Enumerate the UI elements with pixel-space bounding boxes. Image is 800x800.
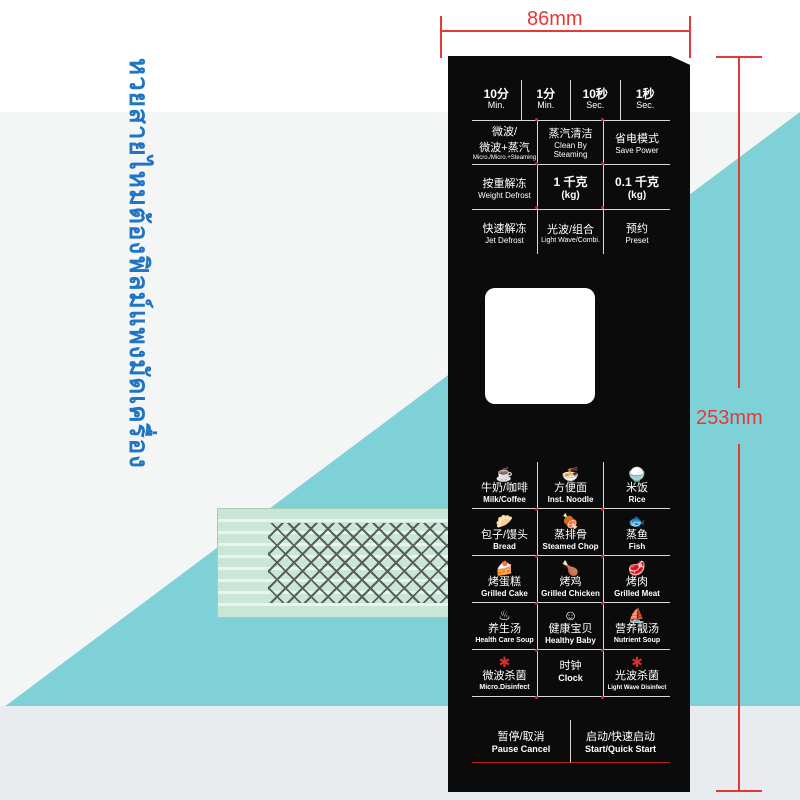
indicator-dot [601, 649, 604, 652]
indicator-dot [535, 602, 538, 605]
button-1-kg[interactable]: 1 千克 (kg) [538, 165, 604, 210]
button-steamed-chop[interactable]: 🍖 蒸排骨 Steamed Chop [538, 509, 604, 556]
width-tick-right [689, 16, 691, 58]
auto-menu-grid: ☕ 牛奶/咖啡 Milk/Coffee 🍜 方便面 Inst. Noodle 🍚… [472, 462, 670, 697]
button-1-sec[interactable]: 1秒 Sec. [620, 80, 670, 121]
cake-icon: 🍰 [495, 560, 514, 576]
button-1-min[interactable]: 1分 Min. [521, 80, 571, 121]
height-tick-top [716, 56, 762, 58]
button-grilled-meat[interactable]: 🥩 烤肉 Grilled Meat [604, 556, 670, 603]
height-dimension-line-bottom [738, 444, 740, 792]
button-micro-steaming[interactable]: 微波/ 微波+蒸汽 Micro./Micro.+Steaming [472, 120, 538, 165]
button-milk-coffee[interactable]: ☕ 牛奶/咖啡 Milk/Coffee [472, 462, 538, 509]
sailboat-icon: ⛵ [628, 607, 646, 623]
width-dimension-label: 86mm [527, 8, 583, 30]
indicator-dot [535, 118, 538, 121]
indicator-dot [601, 206, 604, 209]
button-rice[interactable]: 🍚 米饭 Rice [604, 462, 670, 509]
bun-icon: 🥟 [495, 513, 514, 529]
ribbon-mesh-pattern [268, 523, 456, 603]
button-weight-defrost[interactable]: 按重解冻 Weight Defrost [472, 165, 538, 210]
width-dimension-line [440, 30, 690, 32]
button-grilled-cake[interactable]: 🍰 烤蛋糕 Grilled Cake [472, 556, 538, 603]
function-button-grid: 微波/ 微波+蒸汽 Micro./Micro.+Steaming 蒸汽清洁 Cl… [472, 120, 670, 254]
fish-icon: 🐟 [628, 513, 646, 529]
indicator-dot [535, 696, 538, 699]
indicator-dot [535, 508, 538, 511]
button-bread[interactable]: 🥟 包子/馒头 Bread [472, 509, 538, 556]
button-healthy-baby[interactable]: ☺ 健康宝贝 Healthy Baby [538, 603, 604, 650]
button-10-sec[interactable]: 10秒 Sec. [571, 80, 621, 121]
indicator-dot [535, 162, 538, 165]
rice-bowl-icon: 🍚 [628, 466, 646, 482]
chicken-icon: 🍗 [561, 560, 580, 576]
button-light-wave-disinfect[interactable]: ✱ 光波杀菌 Light Wave Disinfect [604, 650, 670, 697]
button-pause-cancel[interactable]: 暂停/取消 Pause Cancel [472, 720, 571, 763]
button-health-care-soup[interactable]: ♨ 养生汤 Health Care Soup [472, 603, 538, 650]
height-dimension-line-top [738, 56, 740, 388]
soup-pot-icon: ♨ [498, 607, 511, 623]
germ-icon: ✱ [498, 654, 511, 670]
button-jet-defrost[interactable]: 快速解冻 Jet Defrost [472, 210, 538, 254]
meat-icon: 🥩 [628, 560, 646, 576]
indicator-dot [601, 696, 604, 699]
width-tick-left [440, 16, 442, 58]
smiley-face-icon: ☺ [563, 607, 578, 623]
noodle-bowl-icon: 🍜 [561, 466, 580, 482]
indicator-dot [601, 118, 604, 121]
button-grilled-chicken[interactable]: 🍗 烤鸡 Grilled Chicken [538, 556, 604, 603]
button-save-power[interactable]: 省电模式 Save Power [604, 120, 670, 165]
button-10-min[interactable]: 10分 Min. [472, 80, 522, 121]
indicator-dot [601, 602, 604, 605]
germ-icon: ✱ [631, 654, 643, 670]
indicator-dot [601, 508, 604, 511]
membrane-control-panel: 10分 Min. 1分 Min. 10秒 Sec. 1秒 Sec. 微波/ 微波… [448, 56, 690, 792]
button-light-wave-combi[interactable]: 光波/组合 Light Wave/Combi. [538, 210, 604, 254]
display-window [485, 288, 595, 404]
indicator-dot [535, 649, 538, 652]
button-nutrient-soup[interactable]: ⛵ 营养靓汤 Nutrient Soup [604, 603, 670, 650]
button-micro-disinfect[interactable]: ✱ 微波杀菌 Micro.Disinfect [472, 650, 538, 697]
button-clean-by-steaming[interactable]: 蒸汽清洁 Clean By Steaming [538, 120, 604, 165]
button-clock[interactable]: 时钟 Clock [538, 650, 604, 697]
height-tick-bottom [716, 790, 762, 792]
indicator-dot [601, 162, 604, 165]
thai-caption: หวยสายไหมต้องฟิลม์แพงมัดเครื่อง [123, 58, 153, 469]
button-0-1-kg[interactable]: 0.1 千克 (kg) [604, 165, 670, 210]
ribs-icon: 🍖 [561, 513, 580, 529]
indicator-dot [601, 555, 604, 558]
button-instant-noodle[interactable]: 🍜 方便面 Inst. Noodle [538, 462, 604, 509]
indicator-dot [535, 206, 538, 209]
ribbon-cable [217, 508, 459, 618]
button-preset[interactable]: 预约 Preset [625, 222, 649, 245]
action-button-row: 暂停/取消 Pause Cancel 启动/快速启动 Start/Quick S… [472, 720, 670, 763]
coffee-cup-icon: ☕ [495, 466, 514, 482]
button-start-quick-start[interactable]: 启动/快速启动 Start/Quick Start [571, 720, 670, 763]
height-dimension-label: 253mm [696, 407, 763, 429]
time-button-row: 10分 Min. 1分 Min. 10秒 Sec. 1秒 Sec. [472, 80, 670, 121]
button-fish[interactable]: 🐟 蒸鱼 Fish [604, 509, 670, 556]
indicator-dot [535, 555, 538, 558]
